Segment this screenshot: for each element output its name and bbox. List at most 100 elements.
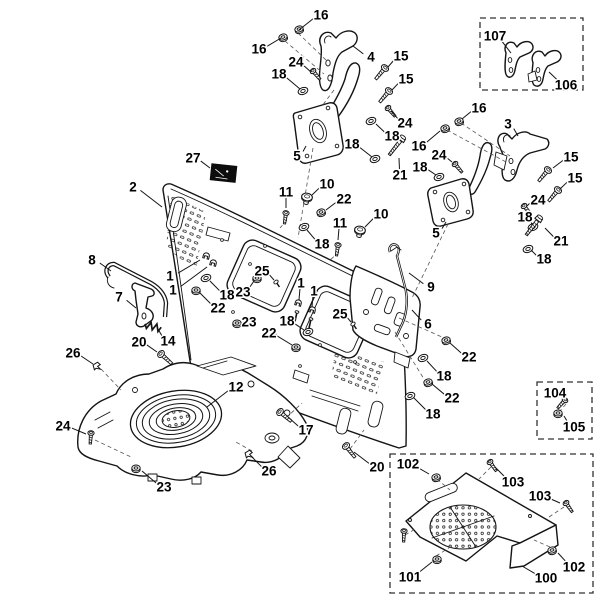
leader-line [353, 451, 370, 465]
wire-rod-part-9 [388, 243, 408, 338]
fastener-screwL [374, 64, 390, 81]
fastener-pin [294, 310, 300, 322]
part-label-2: 2 [129, 180, 137, 195]
leader-line [206, 390, 229, 408]
fastener-screwL [378, 87, 394, 104]
leader-line [200, 160, 211, 169]
fastener-washer [404, 391, 416, 401]
fastener-screwL [537, 166, 553, 183]
part-label-22: 22 [461, 350, 476, 365]
fastener-uclip [294, 299, 302, 307]
fastener-clip [92, 361, 102, 371]
part-label-10: 10 [373, 207, 388, 222]
leader-line [427, 169, 437, 176]
part-label-105: 105 [563, 420, 586, 435]
leader-line [140, 190, 163, 208]
part-label-11: 11 [333, 216, 348, 231]
fastener-nut [547, 546, 557, 556]
fastener-screwL [547, 186, 563, 203]
dash-line [533, 539, 551, 548]
leader-line [530, 221, 533, 226]
leader-line [391, 82, 400, 91]
part-label-3: 3 [504, 117, 512, 132]
inset-hook-kit [479, 17, 584, 91]
part-label-18: 18 [279, 314, 295, 329]
handle-cutout [165, 196, 187, 233]
inset-guard-kit [389, 453, 594, 594]
fastener-bolt [387, 134, 407, 157]
leader-line [298, 17, 314, 31]
leader-line [494, 466, 507, 479]
part-label-10: 10 [319, 177, 334, 192]
fastener-screw [282, 210, 290, 225]
support-arm-part-5-left [292, 62, 361, 164]
leader-line [426, 130, 441, 143]
fastener-washer [369, 154, 381, 164]
leader-line [441, 221, 447, 229]
leader-line [177, 259, 201, 274]
fastener-nut [423, 378, 434, 388]
leader-line [557, 552, 568, 564]
wire-bracket-part-8 [104, 261, 169, 318]
part-label-20: 20 [369, 460, 384, 475]
part-label-25: 25 [332, 307, 348, 322]
leader-line [311, 296, 314, 308]
panel-bottom-slot [335, 407, 352, 435]
fastener-nut [131, 464, 141, 474]
leader-line [561, 396, 564, 400]
fastener-spring [144, 320, 162, 334]
part-label-21: 21 [392, 168, 408, 183]
dash-line [404, 527, 418, 536]
leader-line [268, 274, 275, 281]
fastener-rivet [273, 279, 281, 288]
part-label-24: 24 [530, 193, 546, 208]
leader-line [526, 202, 531, 207]
fastener-clip [244, 449, 254, 459]
leader-line [276, 335, 293, 346]
leader-line [99, 262, 112, 272]
dash-line [349, 429, 365, 450]
side-bracket-part-6 [349, 265, 421, 369]
dash-line [559, 403, 567, 412]
leader-line [559, 181, 569, 190]
part-label-106: 106 [555, 78, 578, 93]
fastener-nut [316, 208, 327, 218]
hook-bracket-part-3 [493, 131, 550, 182]
leader-line [180, 266, 208, 288]
leader-line [248, 280, 255, 289]
flywheel-fan [129, 389, 223, 449]
hook-bracket-part-4 [318, 30, 358, 92]
part-label-1: 1 [169, 283, 177, 298]
part-label-16: 16 [471, 101, 487, 116]
leader-line [390, 110, 399, 120]
part-label-15: 15 [563, 150, 579, 165]
fastener-screw [334, 242, 342, 257]
leader-line [548, 71, 560, 82]
fastener-screw [520, 202, 533, 216]
leader-line [126, 299, 137, 309]
dash-line [460, 122, 511, 157]
panel-slot [205, 226, 231, 242]
part-label-23: 23 [156, 480, 172, 495]
part-label-14: 14 [160, 334, 176, 349]
part-label-26: 26 [261, 464, 277, 479]
leader-line [552, 159, 564, 169]
leader-line [411, 309, 422, 321]
part-label-22: 22 [210, 301, 225, 316]
fastener-uclip [202, 252, 210, 260]
fastener-screwL [157, 350, 174, 366]
fastener-screw [486, 458, 498, 473]
part-label-24: 24 [397, 116, 413, 131]
part-label-8: 8 [88, 253, 96, 268]
fastener-nut [252, 274, 262, 284]
fastener-screw [87, 430, 95, 445]
perforation-patch-bottom [331, 346, 384, 394]
part-label-22: 22 [336, 192, 351, 207]
part-label-104: 104 [544, 386, 567, 401]
leader-line [325, 201, 337, 211]
inset-pin-kit [536, 381, 593, 440]
latch-bracket-part-7 [131, 282, 155, 328]
part-label-18: 18 [314, 237, 330, 252]
leader-line [548, 497, 561, 504]
